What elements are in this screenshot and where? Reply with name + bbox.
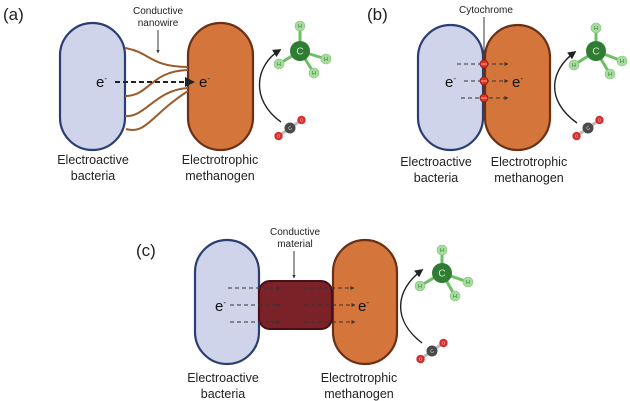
electroactive-bacterium <box>58 21 127 152</box>
svg-text:C: C <box>585 125 592 132</box>
donor-caption-line1: Electroactive <box>400 155 472 169</box>
panel-label: (a) <box>3 5 24 24</box>
electron-donor-label: e- <box>215 298 226 315</box>
acceptor-caption-line2: methanogen <box>494 171 564 185</box>
svg-text:C: C <box>429 348 436 355</box>
nanowire <box>124 47 189 68</box>
callout-label-line2: nanowire <box>138 18 179 29</box>
nanowire <box>124 87 189 118</box>
panel-b: (b) Cytochrome e- e- Electroactive bacte… <box>367 5 628 185</box>
svg-text:H: H <box>594 26 598 32</box>
electron-acceptor-label: e- <box>512 74 523 91</box>
svg-text:O: O <box>574 133 580 139</box>
electroactive-bacterium <box>416 23 485 152</box>
panel-label: (b) <box>367 5 388 24</box>
electron-acceptor-label: e- <box>199 74 210 91</box>
svg-text:C: C <box>592 47 599 58</box>
nanowire <box>124 69 189 97</box>
svg-text:H: H <box>298 24 302 30</box>
callout-label-line1: Conductive <box>270 227 320 238</box>
donor-caption-line2: bacteria <box>414 171 459 185</box>
svg-text:C: C <box>438 269 445 280</box>
svg-text:H: H <box>620 59 624 65</box>
svg-text:C: C <box>287 125 294 132</box>
svg-text:O: O <box>597 117 603 123</box>
co2-molecule-icon: C O O <box>274 115 306 141</box>
methane-molecule-icon: C H H H H <box>273 20 332 79</box>
conversion-arrow <box>400 268 424 344</box>
callout-label-line1: Conductive <box>133 6 183 17</box>
svg-text:H: H <box>572 63 576 69</box>
donor-caption-line2: bacteria <box>71 169 116 183</box>
svg-text:O: O <box>441 340 447 346</box>
nanowires <box>124 47 189 132</box>
acceptor-caption-line1: Electrotrophic <box>321 371 397 385</box>
svg-text:H: H <box>277 62 281 68</box>
svg-text:H: H <box>453 294 457 300</box>
donor-caption-line2: bacteria <box>201 387 246 401</box>
acceptor-caption-line2: methanogen <box>324 387 394 401</box>
conversion-arrow <box>258 49 282 123</box>
electron-donor-label: e- <box>96 74 107 91</box>
electrotrophic-methanogen <box>483 23 552 152</box>
acceptor-caption-line1: Electrotrophic <box>491 155 567 169</box>
donor-caption-line1: Electroactive <box>57 153 129 167</box>
svg-text:H: H <box>608 72 612 78</box>
co2-molecule-icon: C O O <box>416 338 448 364</box>
callout-label-line2: material <box>277 239 313 250</box>
svg-text:H: H <box>418 284 422 290</box>
methane-molecule-icon: C H H H H <box>568 22 628 80</box>
acceptor-caption-line2: methanogen <box>185 169 255 183</box>
svg-text:C: C <box>296 47 303 58</box>
electron-acceptor-label: e- <box>358 298 369 315</box>
electrotrophic-methanogen <box>186 21 255 152</box>
cytochromes <box>479 59 489 103</box>
nanowire <box>125 90 189 132</box>
svg-text:H: H <box>324 57 328 63</box>
callout-label: Cytochrome <box>459 5 513 16</box>
svg-text:H: H <box>312 71 316 77</box>
svg-text:O: O <box>418 356 424 362</box>
panel-c: (c) Conductive material e- e- Electroact… <box>136 227 474 401</box>
acceptor-caption-line1: Electrotrophic <box>182 153 258 167</box>
svg-text:H: H <box>466 280 470 286</box>
electron-flow-lines <box>228 286 356 324</box>
electron-donor-label: e- <box>445 74 456 91</box>
svg-text:O: O <box>299 117 305 123</box>
panel-label: (c) <box>136 241 156 260</box>
panel-a: (a) Conductive nanowire e- e- Electroact… <box>3 5 332 183</box>
svg-text:H: H <box>440 248 444 254</box>
donor-caption-line1: Electroactive <box>187 371 259 385</box>
electroactive-bacterium <box>193 238 261 366</box>
co2-molecule-icon: C O O <box>572 115 604 141</box>
methane-molecule-icon: C H H H H <box>414 244 474 302</box>
svg-text:O: O <box>276 133 282 139</box>
conversion-arrow <box>554 51 578 124</box>
